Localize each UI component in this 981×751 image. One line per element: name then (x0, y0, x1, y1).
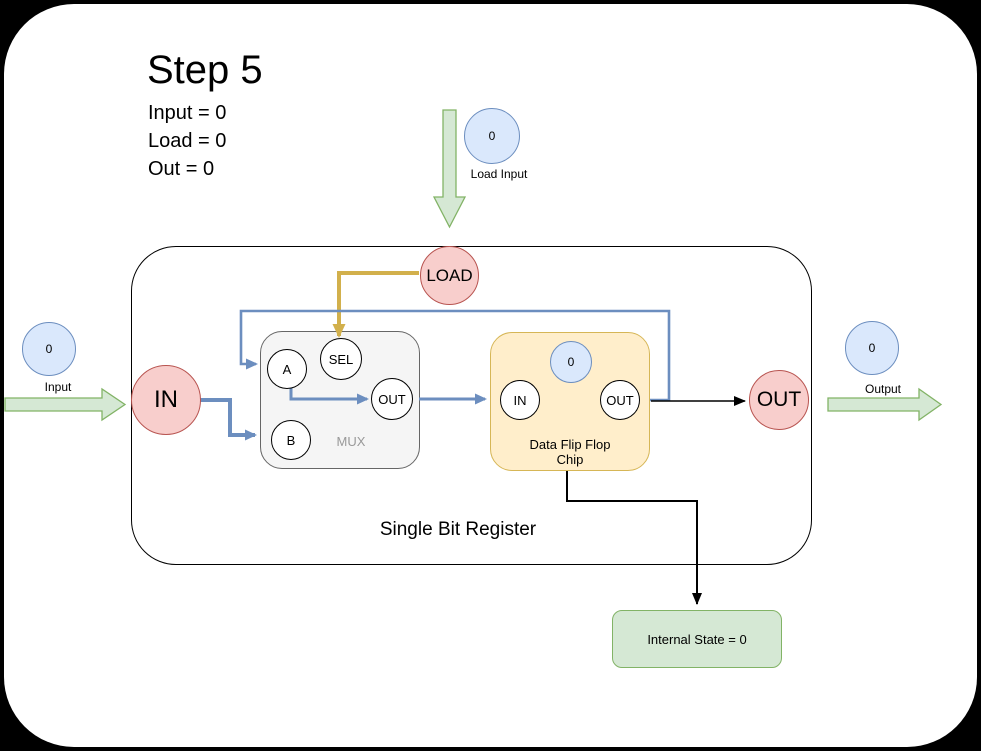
state-line-input: Input = 0 (148, 102, 227, 124)
input-label: Input (44, 380, 72, 394)
dff-out-label: OUT (606, 392, 634, 408)
mux-b-label: B (286, 432, 296, 448)
in-port-label: IN (154, 386, 178, 413)
load-input-value-circle: 0 (464, 108, 520, 164)
mux-out-label: OUT (378, 391, 406, 407)
mux-b-circle: B (271, 420, 311, 460)
dff-in-circle: IN (500, 380, 540, 420)
mux-sel-label: SEL (328, 351, 354, 367)
register-label: Single Bit Register (379, 519, 537, 540)
output-label: Output (864, 382, 902, 396)
mux-label: MUX (336, 434, 366, 449)
dff-chip-label-line2: Chip (556, 452, 584, 467)
output-value-circle: 0 (845, 321, 899, 375)
dff-chip-label-line1: Data Flip Flop (529, 437, 611, 452)
output-value: 0 (868, 341, 876, 355)
step-title: Step 5 (147, 48, 263, 92)
dff-out-circle: OUT (600, 380, 640, 420)
load-port-circle: LOAD (420, 246, 479, 305)
out-port-label: OUT (756, 388, 802, 411)
mux-a-label: A (282, 361, 292, 377)
in-port-circle: IN (131, 365, 201, 435)
mux-sel-circle: SEL (320, 338, 362, 380)
dff-chip-label: Data Flip Flop Chip (490, 437, 650, 467)
state-line-out: Out = 0 (148, 158, 215, 180)
dff-state-circle: 0 (550, 341, 592, 383)
internal-state-label: Internal State = 0 (647, 631, 747, 647)
load-port-label: LOAD (426, 265, 473, 285)
load-input-value: 0 (488, 129, 496, 143)
input-value-circle: 0 (22, 322, 76, 376)
internal-state-box: Internal State = 0 (612, 610, 782, 668)
state-line-load: Load = 0 (148, 130, 227, 152)
mux-out-circle: OUT (371, 378, 413, 420)
load-input-label: Load Input (470, 167, 528, 181)
dff-state-value: 0 (567, 355, 575, 369)
mux-a-circle: A (267, 349, 307, 389)
input-value: 0 (45, 342, 53, 356)
dff-in-label: IN (513, 392, 527, 408)
out-port-circle: OUT (749, 370, 809, 430)
